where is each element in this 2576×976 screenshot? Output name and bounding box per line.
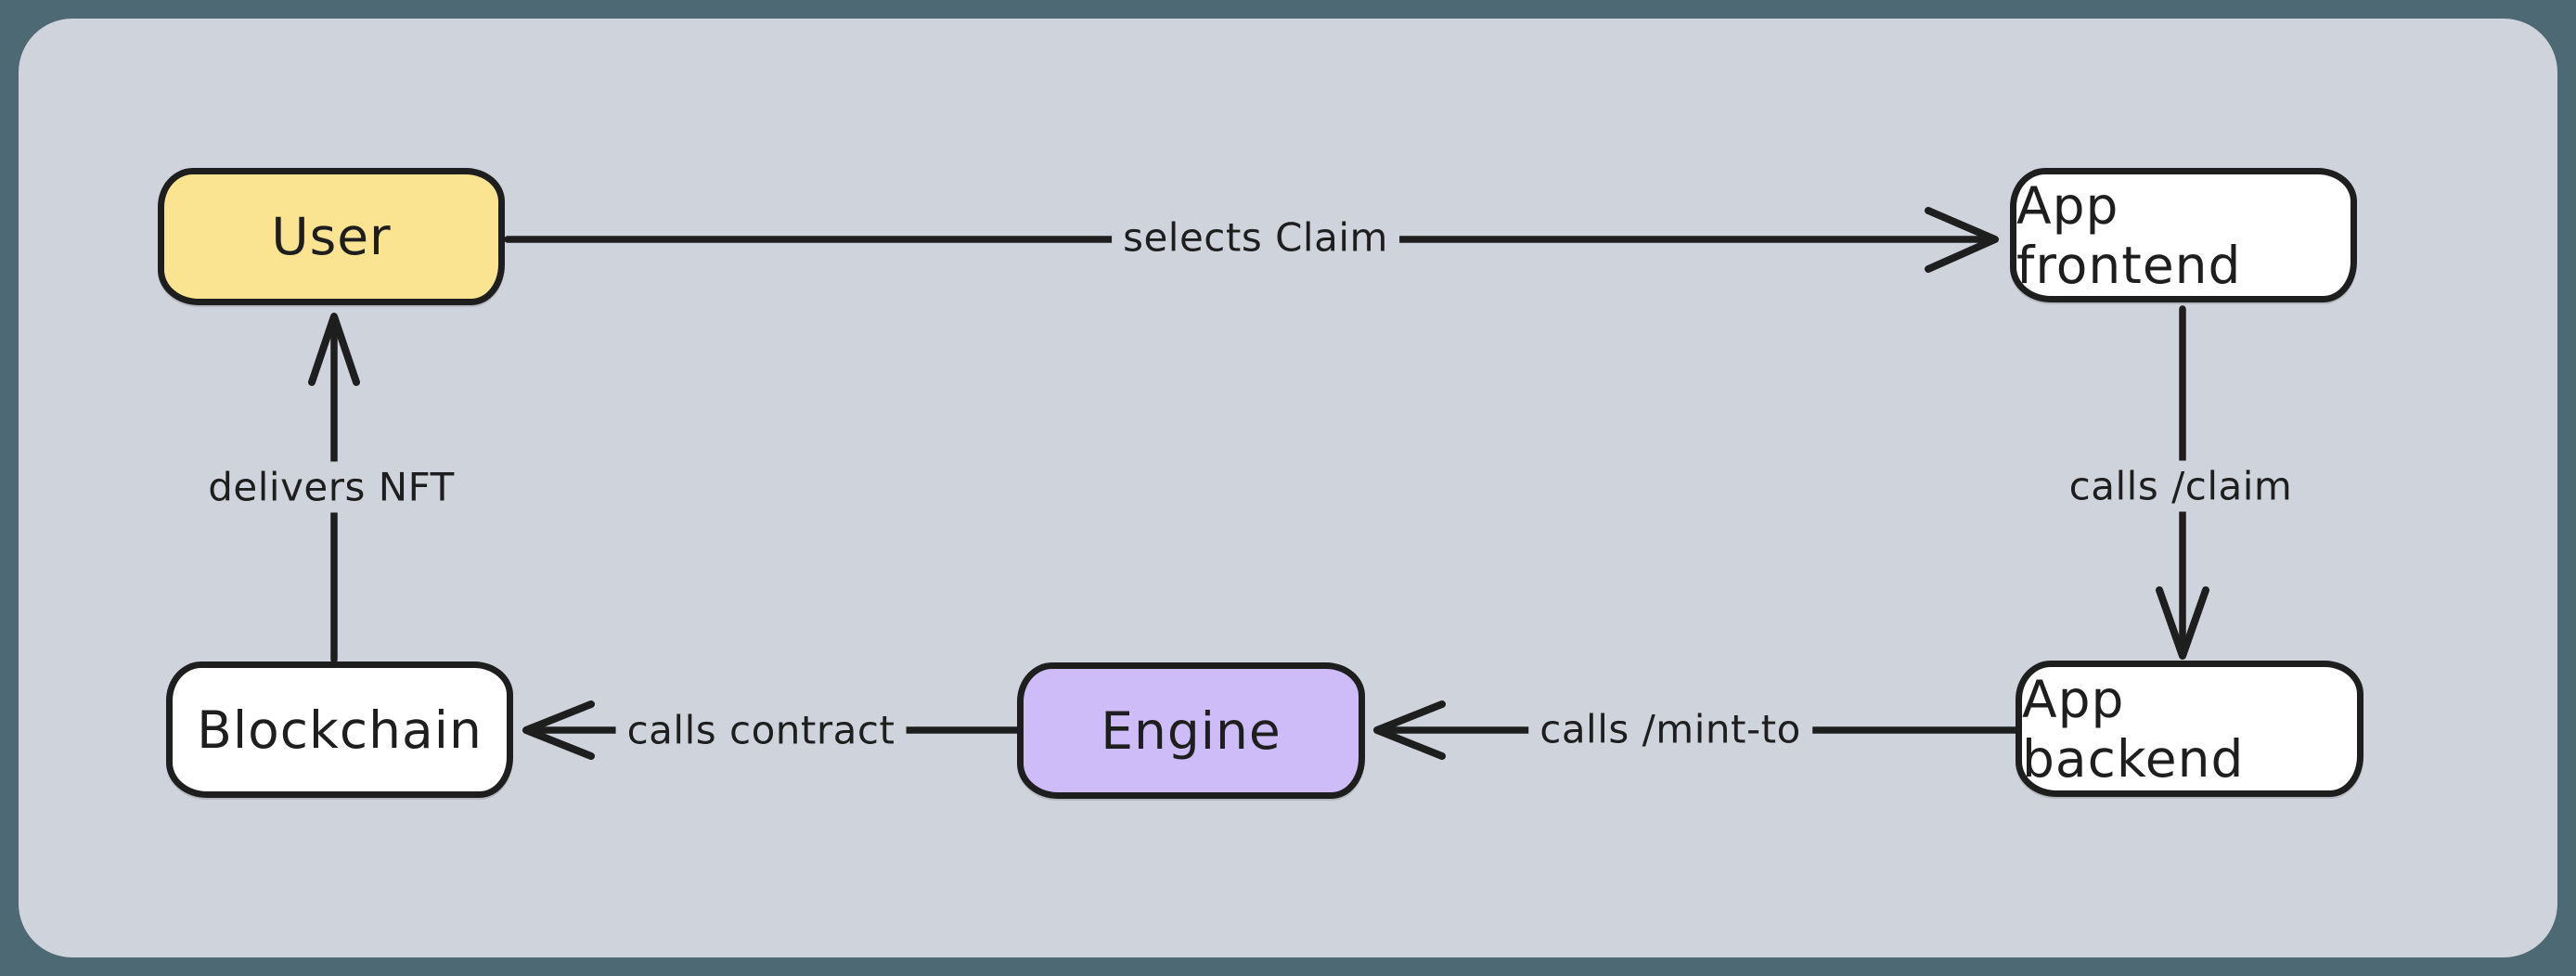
- edge-label-calls-contract: calls contract: [615, 704, 907, 756]
- node-user: User: [158, 168, 505, 305]
- node-user-label: User: [271, 207, 392, 266]
- node-app-frontend-label: App frontend: [2016, 175, 2242, 295]
- edge-label-calls-mint-to: calls /mint-to: [1528, 703, 1812, 755]
- edge-label-delivers-nft: delivers NFT: [197, 461, 466, 513]
- node-blockchain-label: Blockchain: [197, 700, 483, 760]
- node-app-backend-label: App backend: [2022, 669, 2245, 789]
- edge-label-selects-claim: selects Claim: [1112, 212, 1399, 263]
- node-engine: Engine: [1017, 662, 1365, 799]
- node-engine-label: Engine: [1101, 700, 1282, 761]
- node-blockchain: Blockchain: [166, 661, 513, 798]
- edge-label-calls-claim: calls /claim: [2057, 460, 2304, 512]
- node-app-backend: App backend: [2016, 661, 2363, 797]
- node-app-frontend: App frontend: [2010, 168, 2357, 302]
